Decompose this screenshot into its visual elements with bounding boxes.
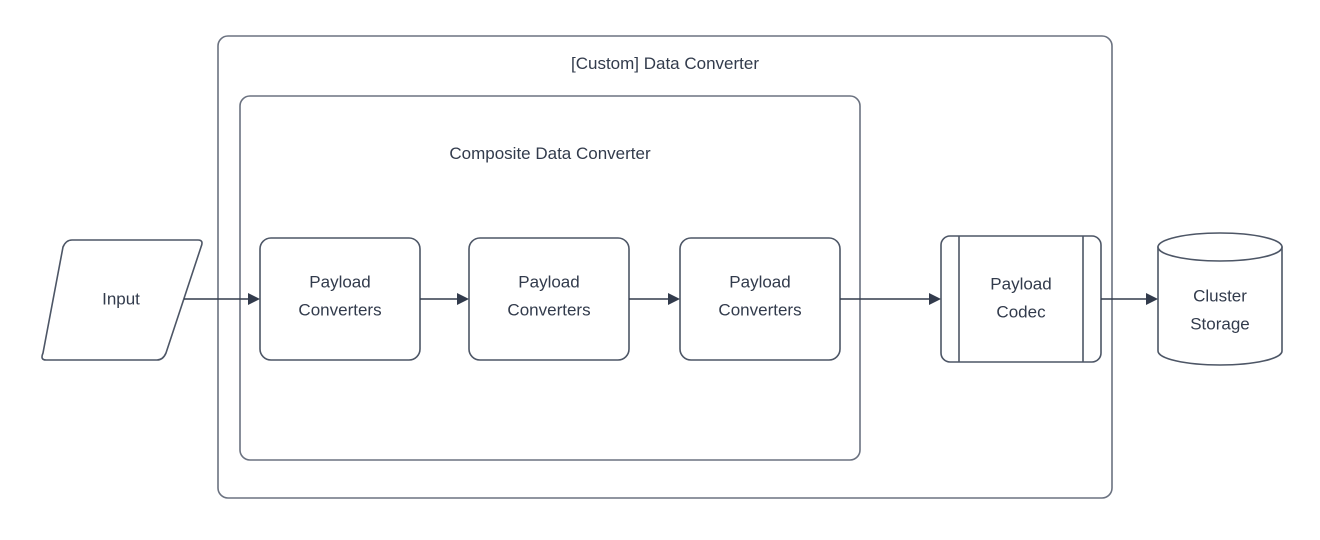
edge-input-to-payload-converters-1-arrowhead — [248, 293, 260, 305]
node-payload-converters-2[interactable]: Payload Converters — [468, 237, 630, 361]
node-input-shape[interactable] — [41, 239, 203, 361]
edge-payload-converters-1-to-2 — [420, 293, 469, 305]
edge-input-to-payload-converters-1 — [184, 293, 260, 305]
node-cluster-storage-label-line2: Storage — [1190, 314, 1250, 333]
node-payload-converters-3-shape[interactable] — [679, 237, 841, 361]
node-input-label: Input — [102, 289, 140, 308]
edge-payload-converters-3-to-payload-codec-arrowhead — [929, 293, 941, 305]
edge-payload-converters-1-to-2-arrowhead — [457, 293, 469, 305]
container-composite-data-converter-label: Composite Data Converter — [449, 144, 651, 163]
node-payload-converters-1-label-line2: Converters — [298, 300, 381, 319]
node-payload-converters-1-label-line1: Payload — [309, 272, 370, 291]
node-payload-codec-label-line1: Payload — [990, 274, 1051, 293]
node-input[interactable]: Input — [41, 239, 203, 361]
node-payload-codec[interactable]: Payload Codec — [940, 235, 1102, 363]
node-cluster-storage-top-ellipse — [1157, 232, 1283, 262]
node-payload-codec-shape[interactable] — [940, 235, 1102, 363]
node-payload-converters-1[interactable]: Payload Converters — [259, 237, 421, 361]
node-payload-converters-2-label-line2: Converters — [507, 300, 590, 319]
node-payload-converters-2-shape[interactable] — [468, 237, 630, 361]
node-cluster-storage-label-line1: Cluster — [1193, 286, 1247, 305]
node-cluster-storage[interactable]: Cluster Storage — [1157, 232, 1283, 366]
node-payload-converters-3-label-line1: Payload — [729, 272, 790, 291]
node-cluster-storage-body[interactable] — [1157, 246, 1283, 366]
edge-payload-converters-2-to-3-arrowhead — [668, 293, 680, 305]
edge-payload-converters-3-to-payload-codec — [840, 293, 941, 305]
node-payload-converters-3[interactable]: Payload Converters — [679, 237, 841, 361]
edge-payload-converters-2-to-3 — [629, 293, 680, 305]
edge-payload-codec-to-cluster-storage-arrowhead — [1146, 293, 1158, 305]
node-payload-converters-3-label-line2: Converters — [718, 300, 801, 319]
node-payload-converters-1-shape[interactable] — [259, 237, 421, 361]
node-payload-codec-label-line2: Codec — [996, 302, 1046, 321]
container-custom-data-converter-label: [Custom] Data Converter — [571, 54, 759, 73]
edge-payload-codec-to-cluster-storage — [1101, 293, 1158, 305]
node-payload-converters-2-label-line1: Payload — [518, 272, 579, 291]
